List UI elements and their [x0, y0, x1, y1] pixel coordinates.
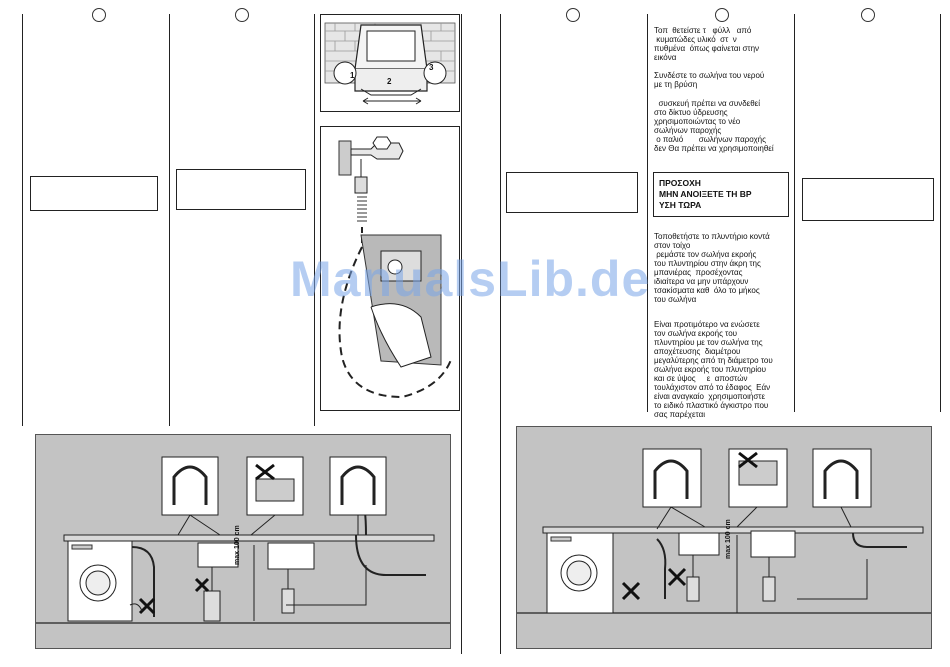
drain-hose-diagram-right: max 100 cm	[516, 426, 932, 649]
watermark: ManualsLib.de	[290, 251, 651, 307]
instruction-paragraph: Είναι προτιμότερο να ενώσετε τον σωλήνα …	[654, 320, 773, 419]
language-marker-4	[715, 8, 729, 22]
step-label-3: 3	[429, 63, 434, 72]
column-divider	[794, 14, 795, 412]
language-marker-3	[566, 8, 580, 22]
warning-box-blank	[176, 169, 306, 210]
instruction-paragraph: συσκευή πρέπει να συνδεθεί στο δίκτυο ύδ…	[654, 99, 774, 153]
column-divider	[940, 14, 941, 412]
column-divider	[169, 14, 170, 426]
drain-hose-diagram-left: max 100 cm	[35, 434, 451, 649]
warning-box-blank	[506, 172, 638, 213]
language-marker-1	[92, 8, 106, 22]
instruction-paragraph: Τοποθετήστε το πλυντήριο κοντά στον τοίχ…	[654, 232, 770, 304]
column-divider	[314, 14, 315, 426]
step-label-1: 1	[350, 71, 355, 80]
warning-box-blank	[802, 178, 934, 221]
warning-box-blank	[30, 176, 158, 211]
language-marker-2	[235, 8, 249, 22]
warning-box: ΠΡΟΣΟΧΗ ΜΗΝ ΑΝΟΙΞΕΤΕ ΤΗ ΒΡ ΥΣΗ ΤΩΡΑ	[653, 172, 789, 217]
instruction-paragraph: Συνδέστε το σωλήνα του νερού με τη βρύση	[654, 71, 765, 89]
page-edge	[461, 14, 462, 654]
step-label-2: 2	[387, 77, 392, 86]
language-marker-5	[861, 8, 875, 22]
column-divider	[647, 14, 648, 412]
tap-connection-illustration	[320, 126, 460, 411]
column-divider	[22, 14, 23, 426]
instruction-paragraph: Τοπ θετείστε τ φύλλ από κυματώδες υλικό …	[654, 26, 760, 62]
page-edge	[500, 14, 501, 654]
max-height-label: max 100 cm	[234, 525, 241, 565]
corrugated-sheet-illustration: 1 2 3	[320, 14, 460, 112]
max-height-label: max 100 cm	[725, 519, 732, 559]
